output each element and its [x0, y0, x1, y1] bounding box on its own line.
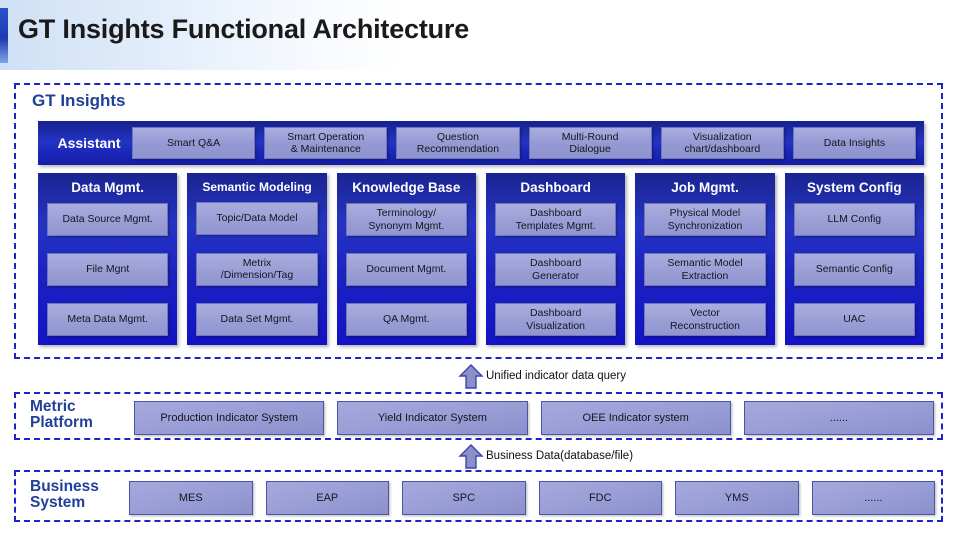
title-accent-bar	[0, 8, 8, 63]
tile-production-indicator-system[interactable]: Production Indicator System	[134, 401, 325, 435]
tile-metrix-dimension-tag[interactable]: Metrix/Dimension/Tag	[196, 252, 318, 286]
tile-eap[interactable]: EAP	[265, 481, 389, 515]
column-title-dashboard: Dashboard	[520, 180, 591, 195]
column-title-system-config: System Config	[807, 180, 902, 195]
tile-uac[interactable]: UAC	[793, 303, 915, 336]
function-column-list: Data Mgmt. Data Source Mgmt. File Mgnt M…	[38, 173, 924, 345]
column-items-semantic-modeling: Topic/Data Model Metrix/Dimension/Tag Da…	[196, 202, 318, 336]
column-items-knowledge-base: Terminology/Synonym Mgmt. Document Mgmt.…	[345, 203, 467, 336]
column-title-knowledge-base: Knowledge Base	[352, 180, 461, 195]
gt-insights-section-label: GT Insights	[32, 91, 126, 110]
assistant-bar: Assistant Smart Q&A Smart Operation& Mai…	[38, 121, 924, 165]
column-items-system-config: LLM Config Semantic Config UAC	[793, 203, 915, 336]
arrow-up-icon	[458, 443, 484, 469]
connector-business-data: Business Data(database/file)	[458, 443, 633, 469]
gt-insights-section: GT Insights Assistant Smart Q&A Smart Op…	[14, 83, 943, 359]
assistant-tile-list: Smart Q&A Smart Operation& Maintenance Q…	[132, 127, 917, 159]
tile-qa-mgmt[interactable]: QA Mgmt.	[345, 303, 467, 336]
connector-unified-indicator-data-query: Unified indicator data query	[458, 363, 626, 389]
assistant-tile-smart-qa[interactable]: Smart Q&A	[132, 127, 256, 159]
column-title-job-mgmt: Job Mgmt.	[671, 180, 739, 195]
tile-oee-indicator-system[interactable]: OEE Indicator system	[540, 401, 731, 435]
tile-semantic-config[interactable]: Semantic Config	[793, 253, 915, 286]
tile-terminology-synonym-mgmt[interactable]: Terminology/Synonym Mgmt.	[345, 203, 467, 236]
tile-fdc[interactable]: FDC	[538, 481, 662, 515]
connector-label-unified-indicator-data-query: Unified indicator data query	[486, 370, 626, 382]
tile-business-more[interactable]: ......	[811, 481, 935, 515]
tile-meta-data-mgmt[interactable]: Meta Data Mgmt.	[47, 303, 169, 336]
column-title-semantic-modeling: Semantic Modeling	[202, 180, 312, 194]
connector-label-business-data: Business Data(database/file)	[486, 450, 634, 462]
tile-spc[interactable]: SPC	[402, 481, 526, 515]
column-semantic-modeling: Semantic Modeling Topic/Data Model Metri…	[187, 173, 327, 345]
arrow-up-icon	[458, 363, 484, 389]
tile-yms[interactable]: YMS	[675, 481, 799, 515]
assistant-tile-smart-operation-maintenance[interactable]: Smart Operation& Maintenance	[264, 127, 388, 159]
column-knowledge-base: Knowledge Base Terminology/Synonym Mgmt.…	[336, 173, 476, 345]
column-title-data-mgmt: Data Mgmt.	[71, 180, 145, 195]
column-system-config: System Config LLM Config Semantic Config…	[784, 173, 924, 345]
tile-document-mgmt[interactable]: Document Mgmt.	[345, 253, 467, 286]
business-system-tile-list: MES EAP SPC FDC YMS ......	[129, 481, 935, 515]
tile-data-source-mgmt[interactable]: Data Source Mgmt.	[47, 203, 169, 236]
assistant-bar-title: Assistant	[57, 135, 121, 151]
column-items-data-mgmt: Data Source Mgmt. File Mgnt Meta Data Mg…	[47, 203, 169, 336]
tile-file-mgnt[interactable]: File Mgnt	[47, 253, 169, 286]
tile-llm-config[interactable]: LLM Config	[793, 203, 915, 236]
tile-topic-data-model[interactable]: Topic/Data Model	[196, 202, 318, 235]
column-data-mgmt: Data Mgmt. Data Source Mgmt. File Mgnt M…	[38, 173, 178, 345]
metric-platform-tile-list: Production Indicator System Yield Indica…	[134, 401, 934, 435]
tile-mes[interactable]: MES	[129, 481, 253, 515]
tile-data-set-mgmt[interactable]: Data Set Mgmt.	[196, 303, 318, 336]
tile-metric-more[interactable]: ......	[743, 401, 934, 435]
title-band: GT Insights Functional Architecture	[0, 0, 957, 70]
tile-yield-indicator-system[interactable]: Yield Indicator System	[337, 401, 528, 435]
page-title: GT Insights Functional Architecture	[18, 14, 470, 44]
assistant-tile-data-insights[interactable]: Data Insights	[792, 127, 917, 159]
